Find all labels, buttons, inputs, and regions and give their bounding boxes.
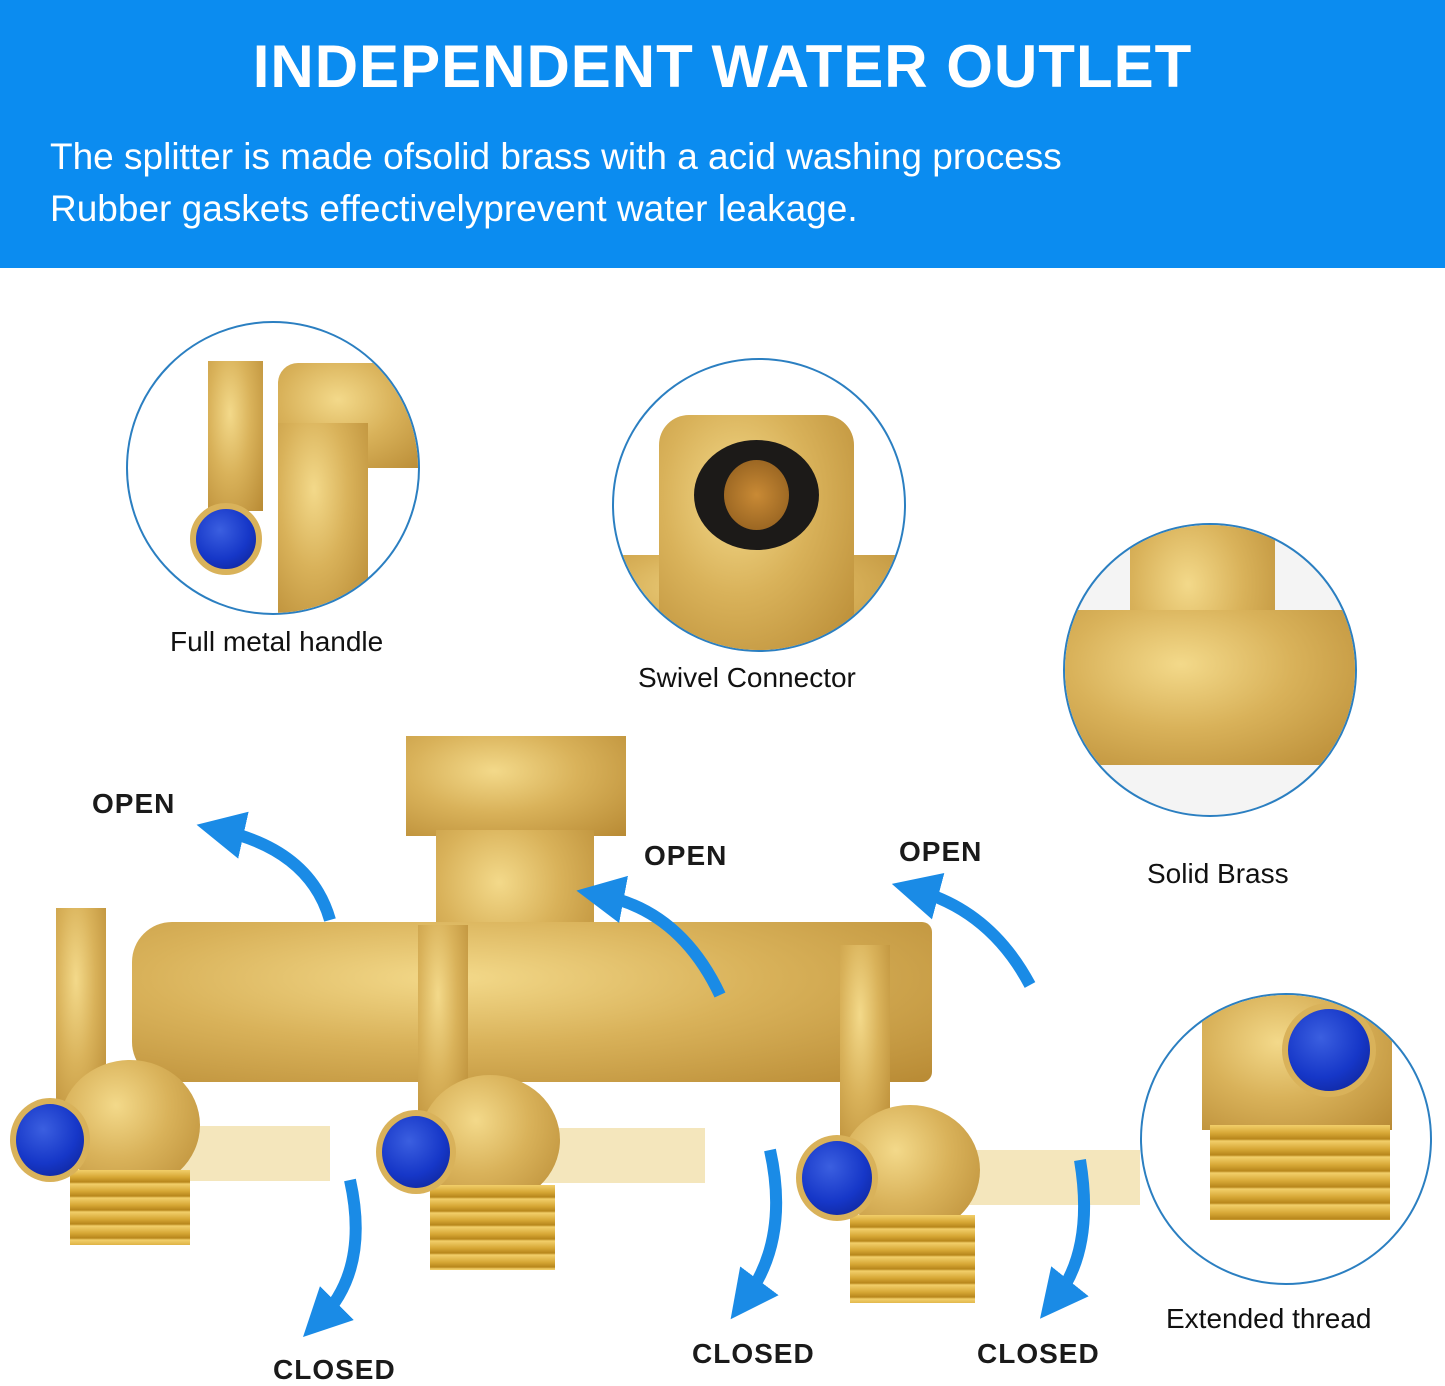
valve-3-handle-ghost <box>960 1150 1140 1205</box>
handle-closeup-image <box>126 321 420 615</box>
valve-2-blue-cap-icon <box>376 1110 456 1194</box>
valve-1-blue-cap-icon <box>10 1098 90 1182</box>
valve-3-blue-cap-icon <box>796 1135 878 1221</box>
elbow-leg <box>278 423 368 613</box>
swivel-connector-closeup-image <box>612 358 906 652</box>
inner-bore <box>724 460 789 530</box>
open-label-3: OPEN <box>899 836 983 867</box>
banner-title: INDEPENDENT WATER OUTLET <box>252 33 1193 100</box>
closed-label-3: CLOSED <box>977 1338 1100 1369</box>
closed-label-1: CLOSED <box>273 1354 396 1385</box>
open-label-2: OPEN <box>644 840 728 871</box>
thread-closeup-image <box>1140 993 1432 1285</box>
header-banner: INDEPENDENT WATER OUTLET The splitter is… <box>0 0 1445 268</box>
brass-tee-closeup-image <box>1063 523 1357 817</box>
feature-caption-extended-thread: Extended thread <box>1166 1303 1372 1334</box>
banner-description-line-1: The splitter is made ofsolid brass with … <box>50 136 1062 177</box>
feature-caption-swivel: Swivel Connector <box>638 662 856 693</box>
thread-section <box>1210 1125 1390 1220</box>
tee-pipe <box>1065 610 1355 765</box>
inlet-hex-nut <box>406 736 626 836</box>
feature-caption-solid-brass: Solid Brass <box>1147 858 1289 889</box>
valve-1-thread <box>70 1170 190 1245</box>
open-label-1: OPEN <box>92 788 176 819</box>
blue-cap-icon <box>190 503 262 575</box>
valve-2-thread <box>430 1185 555 1270</box>
closed-label-2: CLOSED <box>692 1338 815 1369</box>
valve-3-thread <box>850 1215 975 1303</box>
feature-caption-handle: Full metal handle <box>170 626 384 657</box>
handle-lever <box>208 361 263 511</box>
blue-cap-icon <box>1282 1003 1376 1097</box>
manifold-body <box>132 922 932 1082</box>
banner-description-line-2: Rubber gaskets effectivelyprevent water … <box>50 188 858 229</box>
